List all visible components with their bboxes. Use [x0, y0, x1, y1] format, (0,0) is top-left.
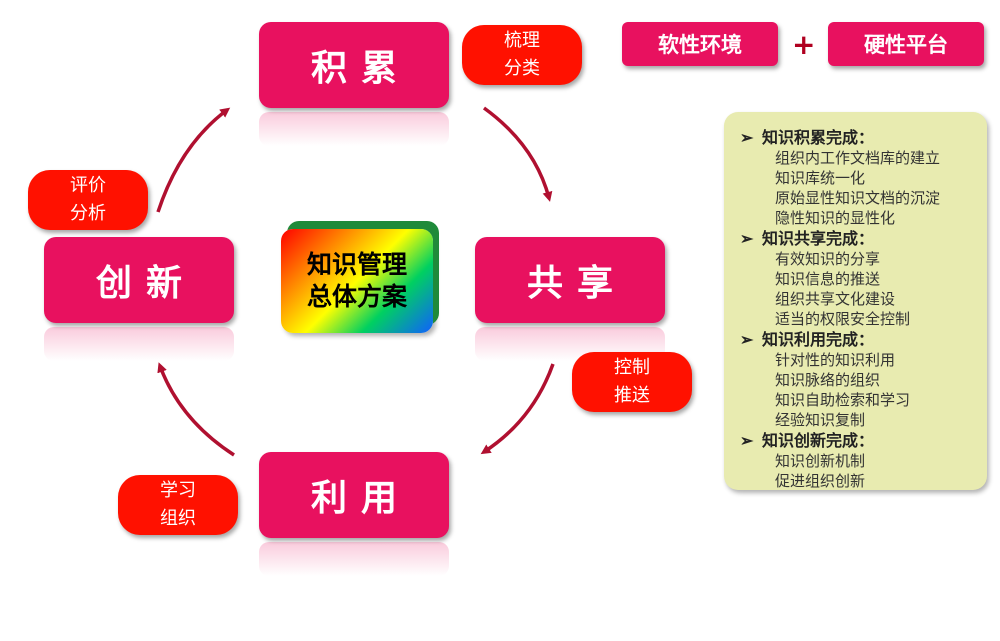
- completion-panel: ➢知识积累完成： 组织内工作文档库的建立 知识库统一化 原始显性知识文档的沉淀 …: [724, 112, 987, 490]
- list-item: 知识脉络的组织: [775, 371, 881, 389]
- list-item: 针对性的知识利用: [775, 351, 896, 369]
- soft-environment-box: 软性环境: [622, 22, 778, 66]
- bullet-icon: ➢: [740, 229, 754, 248]
- list-item: 知识创新机制: [775, 452, 866, 470]
- share-label: 共享: [526, 263, 627, 304]
- section-use-title: ➢知识利用完成：: [740, 330, 875, 349]
- evaluate-line-1: 评价: [70, 175, 106, 196]
- plus-sign: +: [792, 28, 816, 61]
- list-item: 知识自助检索和学习: [775, 391, 911, 409]
- organize-line-2: 分类: [504, 58, 540, 79]
- list-item: 知识信息的推送: [775, 270, 881, 288]
- list-item: 有效知识的分享: [775, 250, 881, 268]
- use-reflection: [259, 542, 449, 576]
- accumulate-box: 积累: [259, 22, 449, 108]
- hard-platform-label: 硬性平台: [864, 33, 948, 57]
- center-line-1: 知识管理: [306, 250, 407, 279]
- list-item: 组织内工作文档库的建立: [775, 149, 941, 167]
- soft-environment-label: 软性环境: [658, 33, 742, 57]
- center-line-2: 总体方案: [306, 282, 407, 311]
- control-line-1: 控制: [614, 357, 650, 378]
- list-item: 经验知识复制: [775, 411, 866, 429]
- innovate-label: 创新: [95, 263, 196, 304]
- use-label: 利用: [310, 478, 411, 519]
- list-item: 适当的权限安全控制: [775, 310, 911, 328]
- bullet-icon: ➢: [740, 330, 754, 349]
- arrow-accumulate-to-share: [482, 106, 553, 202]
- arrow-innovate-to-accumulate: [156, 107, 231, 213]
- section-share-title: ➢知识共享完成：: [740, 229, 875, 248]
- list-item: 原始显性知识文档的沉淀: [775, 189, 941, 207]
- innovate-reflection: [44, 327, 234, 361]
- bullet-icon: ➢: [740, 128, 754, 147]
- learn-line-1: 学习: [160, 480, 196, 501]
- learn-pill: 学习 组织: [118, 475, 238, 535]
- use-box: 利用: [259, 452, 449, 538]
- learn-line-2: 组织: [160, 508, 196, 529]
- list-item: 隐性知识的显性化: [775, 209, 896, 227]
- control-pill: 控制 推送: [572, 352, 692, 412]
- arrow-share-to-use: [480, 363, 555, 455]
- control-line-2: 推送: [614, 385, 650, 406]
- section-accumulate-title: ➢知识积累完成：: [740, 128, 875, 147]
- accumulate-label: 积累: [310, 48, 411, 89]
- evaluate-pill: 评价 分析: [28, 170, 148, 230]
- evaluate-line-2: 分析: [70, 203, 106, 224]
- section-innovate-title: ➢知识创新完成：: [740, 431, 875, 450]
- center-knowledge-management: 知识管理 总体方案: [281, 229, 433, 333]
- arrow-use-to-innovate: [157, 362, 235, 457]
- share-box: 共享: [475, 237, 665, 323]
- hard-platform-box: 硬性平台: [828, 22, 984, 66]
- list-item: 知识库统一化: [775, 169, 866, 187]
- list-item: 组织共享文化建设: [775, 290, 896, 308]
- organize-line-1: 梳理: [504, 30, 540, 51]
- organize-pill: 梳理 分类: [462, 25, 582, 85]
- accumulate-reflection: [259, 112, 449, 146]
- bullet-icon: ➢: [740, 431, 754, 450]
- list-item: 促进组织创新: [775, 472, 866, 490]
- innovate-box: 创新: [44, 237, 234, 323]
